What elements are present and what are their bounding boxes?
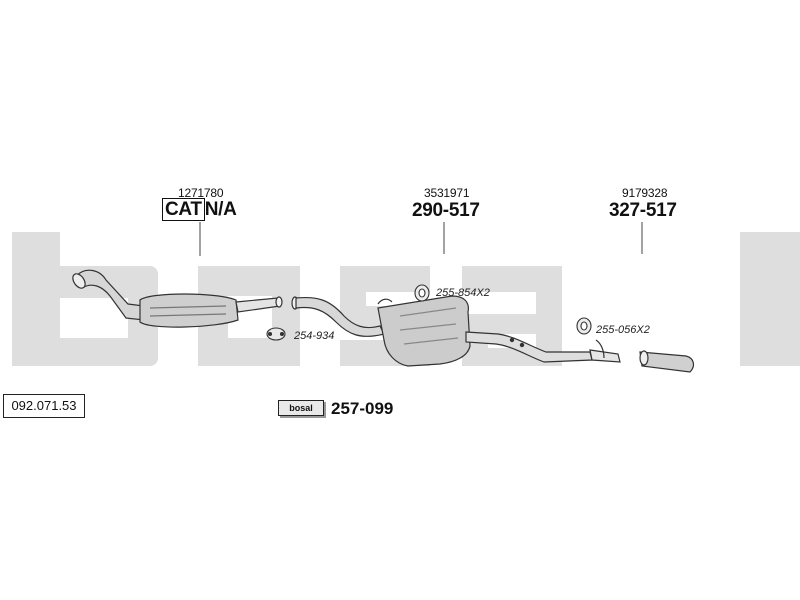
bosal-kit-logo-text: bosal [289,403,313,413]
part-number-3[interactable]: 327-517 [609,200,677,221]
cat-label: CAT [162,198,205,221]
diagram-id: 092.071.53 [3,394,85,418]
leader-lines [199,222,643,256]
rubber-hanger-shapes [414,284,592,335]
part-ref-3: 9179328 [622,186,668,200]
front-pipe-catalytic-converter [72,269,283,328]
part-number-2[interactable]: 290-517 [412,200,480,221]
rear-pipe [465,331,621,363]
hardware-label-gasket[interactable]: 254-934 [294,330,335,342]
rear-silencer [639,350,695,373]
part-number-1-value: N/A [204,199,237,220]
mounting-kit-number[interactable]: 257-099 [331,399,394,418]
part-ref-1: 1271780 [178,186,224,200]
gasket-shape [266,327,286,341]
centre-silencer-section [291,295,471,367]
bosal-kit-logo-box: bosal [278,400,324,416]
hardware-label-hanger-1[interactable]: 255-854X2 [436,287,490,299]
part-ref-2: 3531971 [424,186,470,200]
hardware-label-hanger-2[interactable]: 255-056X2 [596,324,650,336]
